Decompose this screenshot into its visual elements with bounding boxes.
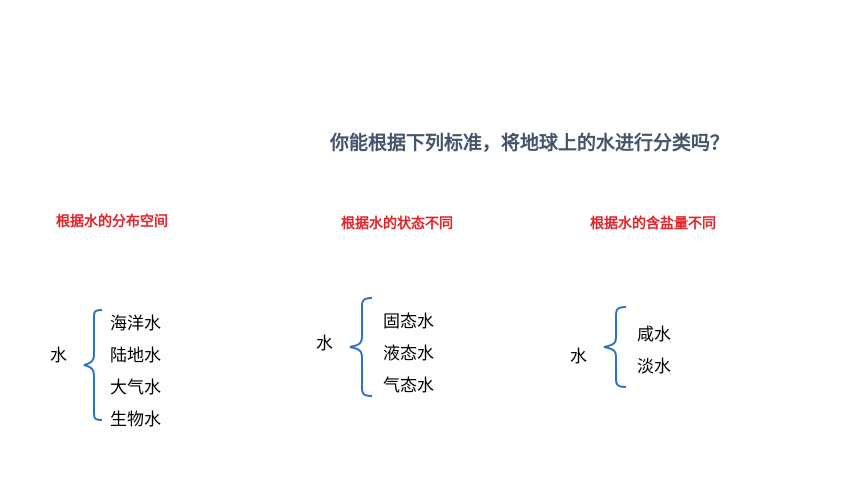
item-salt-water: 咸水 — [637, 325, 671, 345]
water-root-state: 水 — [316, 334, 333, 354]
criterion-distribution: 根据水的分布空间 — [56, 214, 168, 230]
brace-state — [349, 297, 373, 397]
water-root-salinity: 水 — [570, 347, 587, 367]
item-gaseous-water: 气态水 — [383, 376, 434, 396]
criterion-state: 根据水的状态不同 — [341, 216, 453, 232]
item-liquid-water: 液态水 — [383, 344, 434, 364]
item-atmospheric-water: 大气水 — [110, 378, 161, 398]
criterion-salinity: 根据水的含盐量不同 — [590, 216, 716, 232]
item-fresh-water: 淡水 — [637, 357, 671, 377]
item-solid-water: 固态水 — [383, 312, 434, 332]
item-land-water: 陆地水 — [110, 346, 161, 366]
item-biological-water: 生物水 — [110, 410, 161, 430]
water-root-distribution: 水 — [50, 346, 67, 366]
brace-salinity — [603, 306, 627, 388]
brace-distribution — [83, 309, 103, 421]
question-title: 你能根据下列标准，将地球上的水进行分类吗？ — [330, 132, 730, 154]
item-ocean-water: 海洋水 — [110, 314, 161, 334]
